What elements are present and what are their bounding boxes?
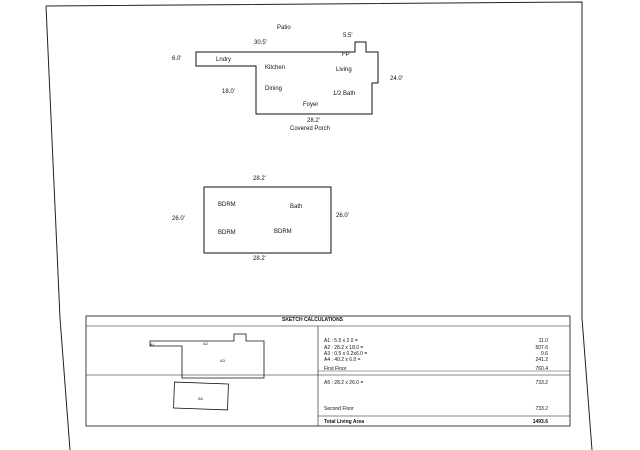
label-fp: FP	[342, 52, 350, 58]
thumb-label-a2: A2	[203, 341, 208, 346]
dim-bottom-2: 28.2'	[253, 256, 266, 262]
dim-bump: 5.5'	[343, 33, 353, 39]
thumb-second-floor	[173, 381, 229, 411]
label-bath-2: Bath	[290, 204, 303, 210]
dim-right: 24.0'	[390, 76, 403, 82]
calc-title: SKETCH CALCULATIONS	[282, 317, 344, 323]
thumb-label-a3: A3	[220, 358, 225, 363]
label-laundry: Lndry	[216, 57, 232, 63]
label-bdrm-1: BDRM	[218, 202, 236, 208]
label-half-bath: 1/2 Bath	[333, 91, 356, 97]
dim-top-2: 28.2'	[253, 176, 266, 182]
label-bdrm-2: BDRM	[218, 230, 236, 236]
label-kitchen: Kitchen	[265, 65, 286, 71]
dim-top: 30.5'	[254, 40, 267, 46]
label-foyer: Foyer	[303, 102, 319, 108]
label-living: Living	[336, 67, 352, 73]
label-dining: Dining	[265, 86, 283, 92]
dim-left-2: 26.0'	[172, 216, 185, 222]
dim-bottom: 28.2'	[307, 118, 320, 124]
label-bdrm-3: BDRM	[274, 229, 292, 235]
thumb-label-a1: A1	[150, 342, 155, 347]
label-patio: Patio	[277, 25, 291, 31]
thumb-label-a5: A5	[198, 396, 203, 401]
dim-right-2: 26.0'	[336, 213, 349, 219]
dim-left: 6.0'	[172, 56, 182, 62]
second-floor-outline	[203, 186, 332, 254]
dim-inner: 18.0'	[222, 89, 235, 95]
label-porch: Covered Porch	[290, 126, 331, 132]
first-floor-outline	[195, 41, 379, 115]
thumb-first-floor	[149, 333, 265, 379]
